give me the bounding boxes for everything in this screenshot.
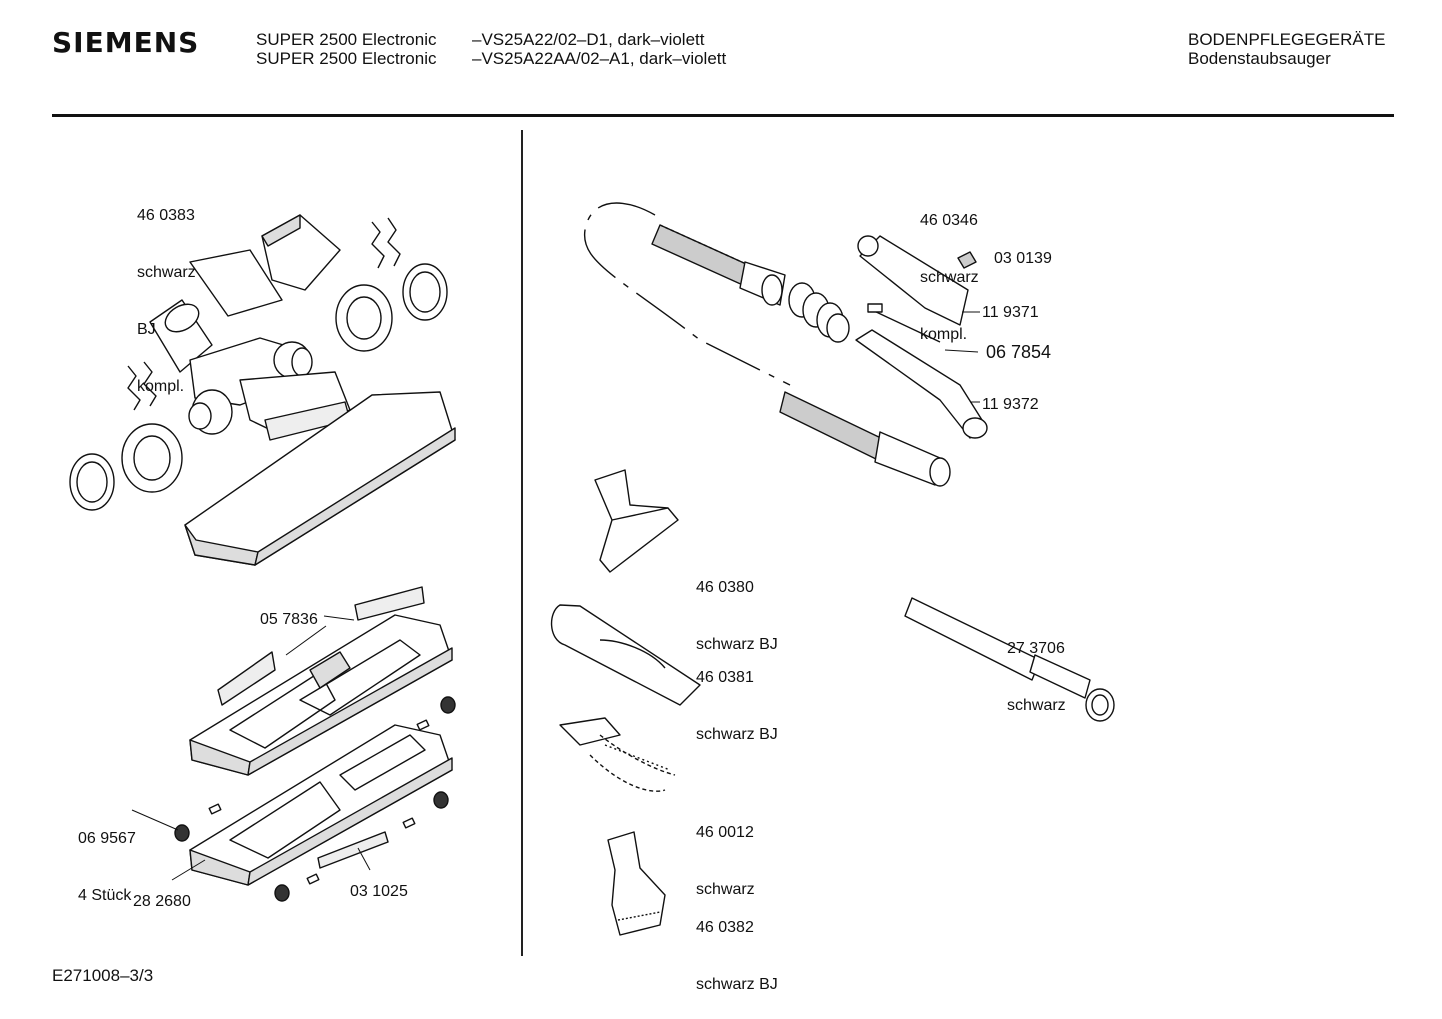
model-names: SUPER 2500 Electronic SUPER 2500 Electro…	[256, 30, 436, 68]
label-upholstery-nozzle: 46 0380 schwarz BJ	[696, 579, 778, 653]
model-variant-2: –VS25A22AA/02–A1, dark–violett	[472, 49, 727, 68]
label-roller-069567: 06 9567 4 Stück	[78, 830, 136, 904]
crevice-nozzle-drawing	[552, 605, 700, 705]
model-name-2: SUPER 2500 Electronic	[256, 49, 437, 68]
category-title: BODENPFLEGEGERÄTE	[1188, 30, 1386, 49]
label-crevice-nozzle: 46 0381 schwarz BJ	[696, 669, 778, 743]
document-code: E271008–3/3	[52, 966, 154, 985]
label-base-282680: 28 2680	[133, 893, 191, 910]
label-part-067854: 06 7854	[986, 342, 1052, 362]
model-name-1: SUPER 2500 Electronic	[256, 30, 437, 49]
label-tube: 27 3706 schwarz	[1007, 640, 1066, 714]
label-strip-057836: 05 7836	[260, 611, 318, 628]
category-block: BODENPFLEGEGERÄTE Bodenstaubsauger	[1188, 30, 1385, 68]
floor-nozzle-drawing	[70, 215, 455, 565]
label-dust-brush: 46 0382 schwarz BJ	[696, 919, 778, 993]
nozzle-base-drawing	[132, 587, 455, 901]
subcategory-title: Bodenstaubsauger	[1188, 49, 1331, 68]
label-brush: 46 0012 schwarz	[696, 824, 755, 898]
model-variants: –VS25A22/02–D1, dark–violett –VS25A22AA/…	[472, 30, 726, 68]
column-divider	[521, 130, 523, 956]
label-floor-nozzle: 46 0383 schwarz BJ kompl.	[137, 207, 196, 395]
hose-drawing	[585, 203, 987, 486]
dust-brush-drawing	[608, 832, 665, 935]
label-clip-030139: 03 0139	[994, 250, 1052, 267]
label-handle: 46 0346 schwarz kompl.	[920, 212, 979, 343]
tube-drawing	[905, 598, 1114, 721]
upholstery-nozzle-drawing	[595, 470, 678, 572]
brush-drawing	[560, 718, 675, 791]
label-part-119371: 11 9371	[982, 304, 1039, 321]
model-variant-1: –VS25A22/02–D1, dark–violett	[472, 30, 705, 49]
siemens-logo: SIEMENS	[52, 26, 200, 59]
label-part-119372: 11 9372	[982, 396, 1039, 413]
header-rule	[52, 114, 1394, 117]
label-strip-031025: 03 1025	[350, 883, 408, 900]
